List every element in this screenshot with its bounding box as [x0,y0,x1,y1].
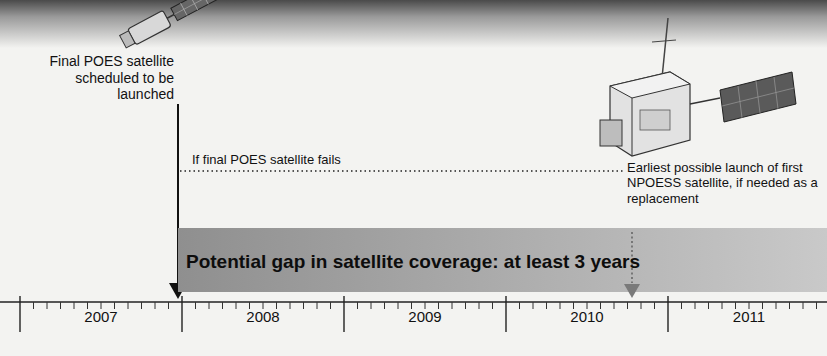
year-label: 2009 [395,308,455,326]
month-tick [560,302,561,309]
top-shade [0,0,827,48]
month-tick [398,302,399,309]
year-tick [19,296,20,332]
month-tick [546,302,547,309]
month-tick [641,302,642,309]
month-tick [600,302,601,309]
month-tick [425,302,426,309]
month-tick [141,302,142,309]
month-tick [290,302,291,309]
poes-satellite [119,0,219,50]
month-tick [465,302,466,309]
year-label: 2011 [719,308,779,326]
month-tick [209,302,210,309]
month-tick [128,302,129,309]
launch-note: Final POES satellite scheduled to be lau… [48,53,174,103]
month-tick [519,302,520,309]
month-tick [168,302,169,309]
month-tick [627,302,628,309]
month-tick [708,302,709,309]
month-tick [303,302,304,309]
year-tick [505,296,506,332]
month-tick [263,302,264,309]
year-label: 2008 [233,308,293,326]
month-tick [681,302,682,309]
month-tick [74,302,75,309]
month-tick [155,302,156,309]
month-tick [357,302,358,309]
month-tick [195,302,196,309]
month-tick [776,302,777,309]
month-tick [749,302,750,309]
month-tick [654,302,655,309]
month-tick [330,302,331,309]
band-label: Potential gap in satellite coverage: at … [186,251,640,273]
year-tick [667,296,668,332]
npoess-satellite [600,18,796,156]
month-tick [47,302,48,309]
month-tick [236,302,237,309]
month-tick [276,302,277,309]
month-tick [587,302,588,309]
month-tick [816,302,817,309]
gap-band: Potential gap in satellite coverage: at … [178,228,827,292]
month-tick [573,302,574,309]
year-tick [181,296,182,332]
month-tick [735,302,736,309]
month-tick [492,302,493,309]
month-tick [222,302,223,309]
failure-dotted-line [180,170,624,171]
year-label: 2007 [71,308,131,326]
month-tick [317,302,318,309]
month-tick [789,302,790,309]
month-tick [60,302,61,309]
year-label: 2010 [557,308,617,326]
month-tick [249,302,250,309]
replacement-arrowhead [624,284,640,298]
month-tick [87,302,88,309]
month-tick [533,302,534,309]
failure-note: If final POES satellite fails [192,152,452,167]
year-tick [343,296,344,332]
timeline-axis [0,296,827,332]
month-tick [114,302,115,309]
month-tick [384,302,385,309]
month-tick [452,302,453,309]
month-tick [695,302,696,309]
month-tick [101,302,102,309]
replacement-note: Earliest possible launch of first NPOESS… [627,160,821,206]
month-tick [614,302,615,309]
month-tick [411,302,412,309]
month-tick [438,302,439,309]
month-tick [803,302,804,309]
month-tick [479,302,480,309]
month-tick [33,302,34,309]
month-tick [762,302,763,309]
month-tick [371,302,372,309]
month-tick [722,302,723,309]
replacement-dashed-line [631,232,632,283]
